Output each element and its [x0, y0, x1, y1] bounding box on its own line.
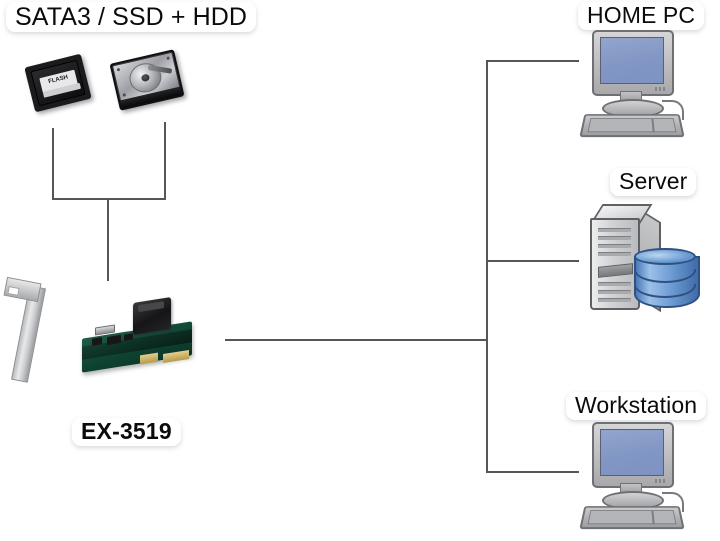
hdd-platter [126, 60, 165, 96]
node-label-workstation: Workstation [566, 392, 707, 420]
storage-group-title: SATA3 / SSD + HDD [6, 2, 257, 32]
monitor-buttons [655, 479, 667, 483]
home-pc-icon [576, 30, 686, 138]
workstation-icon [576, 422, 686, 530]
server-vent [598, 282, 631, 286]
ssd-body: FLASH [24, 53, 92, 113]
ssd-drive: FLASH [24, 53, 94, 114]
keyboard-keys [587, 118, 654, 133]
monitor-bezel [592, 30, 674, 96]
monitor-buttons [655, 87, 667, 91]
database-cylinder [634, 248, 700, 310]
card-gold-finger [140, 352, 158, 365]
keyboard [579, 506, 685, 530]
node-label-home-pc: HOME PC [578, 2, 705, 30]
server-vent [598, 236, 631, 240]
card-label: EX-3519 [72, 418, 181, 446]
server-vent [598, 228, 631, 232]
node-label-server: Server [610, 168, 697, 196]
server-vent [598, 252, 631, 256]
database-top [634, 248, 696, 265]
server-vent [598, 290, 631, 294]
branch-line-server [486, 260, 579, 262]
server-vent [598, 298, 631, 302]
ssd-face: FLASH [30, 59, 86, 107]
network-trunk-line [486, 60, 488, 473]
server-drive-bay [598, 263, 633, 278]
server-vent [598, 244, 631, 248]
server-front-panel [590, 218, 640, 310]
keyboard-numpad [652, 118, 677, 133]
hdd-spindle-hub [140, 73, 151, 83]
storage-to-card-line [107, 198, 109, 281]
card-connector-top [138, 301, 164, 313]
hdd-screw [122, 93, 127, 97]
card-to-trunk-line [225, 339, 488, 341]
storage-bus-line [52, 198, 166, 200]
card-connector-block [133, 296, 171, 336]
keyboard-keys [587, 510, 654, 525]
server-icon [578, 200, 700, 313]
keyboard-cable [662, 492, 684, 512]
hdd-screw [116, 67, 121, 72]
ssd-drop-line [52, 128, 54, 199]
monitor-bezel [592, 422, 674, 488]
hdd-drive [109, 49, 186, 114]
hdd-screw [166, 56, 170, 60]
monitor-screen [600, 37, 664, 84]
hdd-body [109, 49, 185, 111]
hdd-drop-line [164, 122, 166, 199]
pcie-controller-card [0, 276, 200, 393]
branch-line-workstation [486, 471, 579, 473]
branch-line-home-pc [486, 60, 579, 62]
monitor-screen [600, 429, 664, 476]
keyboard [579, 114, 685, 138]
keyboard-numpad [652, 510, 677, 525]
keyboard-cable [662, 100, 684, 120]
